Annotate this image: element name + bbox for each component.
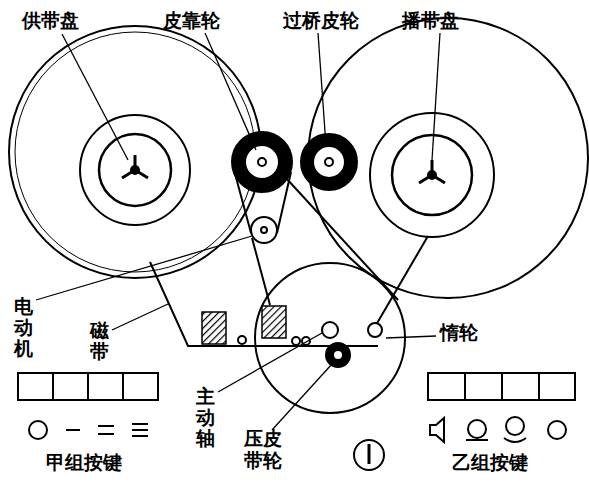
tape bbox=[150, 236, 428, 346]
belt bbox=[234, 170, 398, 305]
group-label: 乙组按键 bbox=[452, 452, 528, 473]
part-label: 惰轮 bbox=[440, 322, 478, 343]
flywheel bbox=[255, 263, 405, 413]
part-label: 电动机 bbox=[14, 296, 33, 359]
leader-line bbox=[36, 33, 440, 430]
part-label: 主动轴 bbox=[196, 386, 215, 449]
motor-pulley bbox=[251, 217, 277, 243]
key-symbol bbox=[29, 417, 566, 442]
tape-head bbox=[202, 306, 286, 344]
part-label: 播带盘 bbox=[402, 10, 459, 31]
part-label: 压皮带轮 bbox=[244, 428, 282, 472]
part-label: 皮靠轮 bbox=[163, 10, 220, 31]
power-symbol bbox=[354, 440, 384, 470]
bridge-wheel bbox=[301, 134, 357, 190]
button-group bbox=[18, 373, 575, 400]
rubber-wheel bbox=[232, 132, 292, 192]
supply-reel bbox=[9, 26, 261, 278]
part-label: 过桥皮轮 bbox=[283, 10, 359, 31]
part-label: 磁带 bbox=[90, 320, 109, 362]
part-label: 供带盘 bbox=[22, 10, 79, 31]
group-label: 甲组按键 bbox=[46, 452, 122, 473]
